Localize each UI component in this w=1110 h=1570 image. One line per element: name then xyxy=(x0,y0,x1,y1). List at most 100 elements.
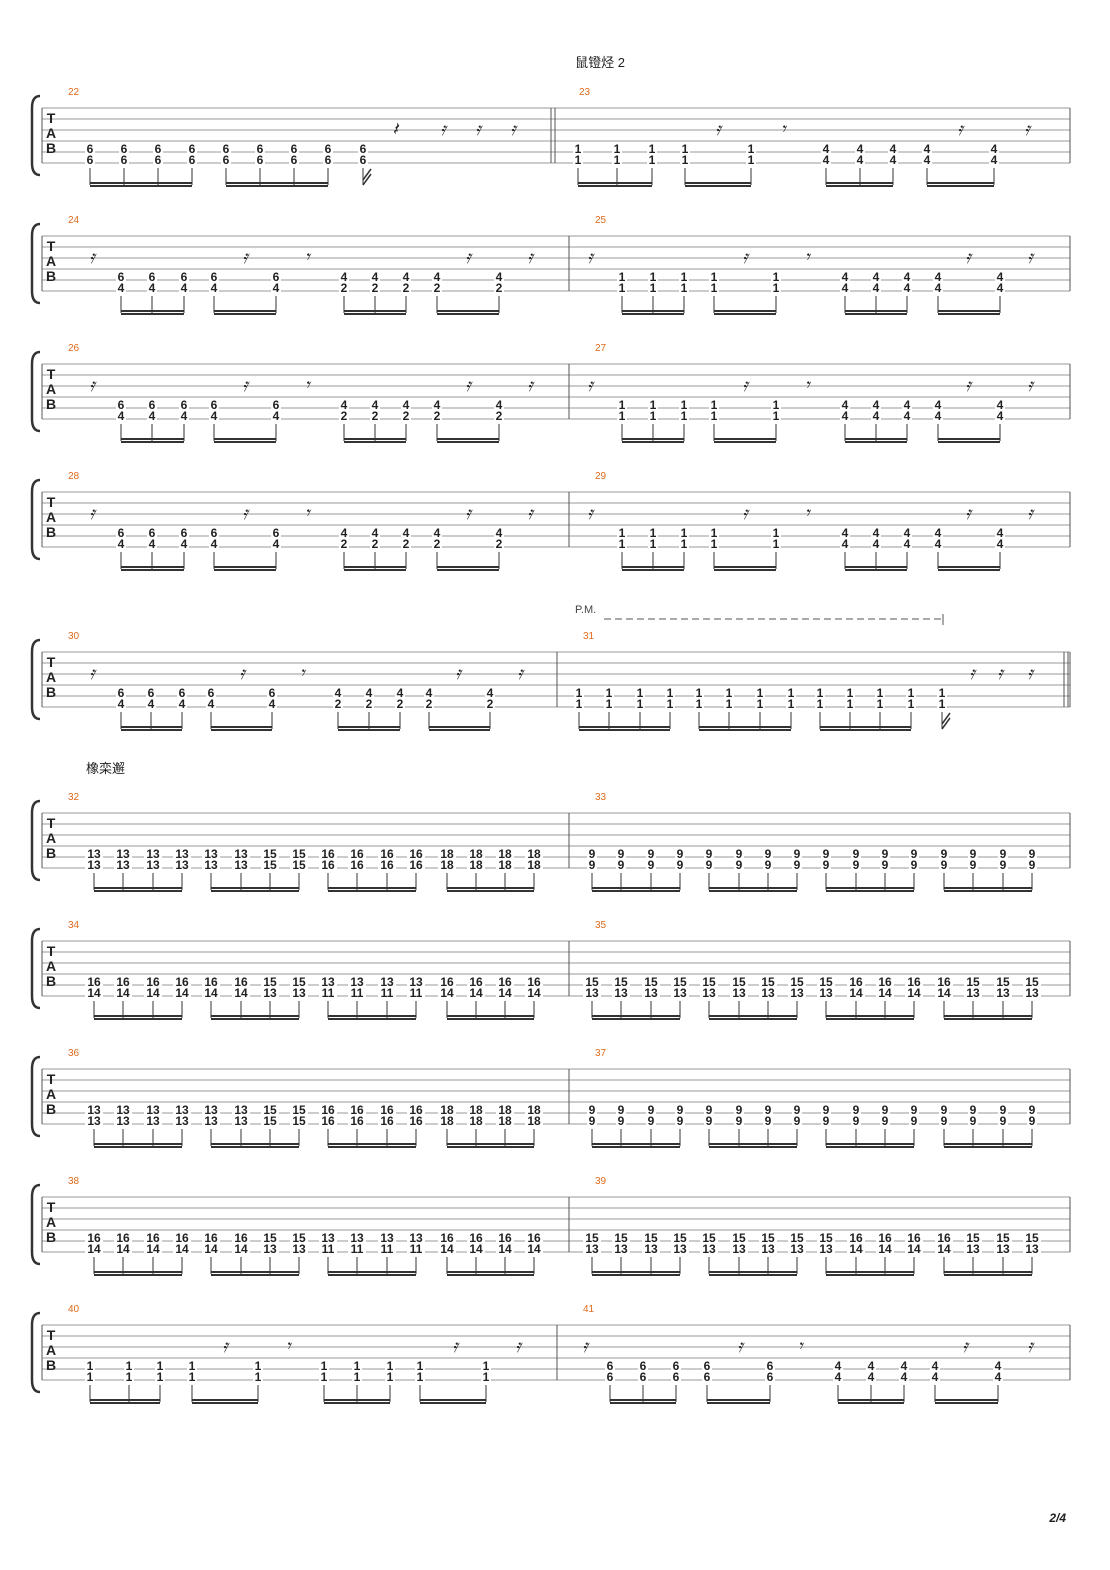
fret-background xyxy=(875,698,885,709)
rest-symbol: 𝄿 xyxy=(1027,1336,1035,1356)
fret-number: 1 xyxy=(726,686,733,700)
fret-background xyxy=(833,1360,843,1371)
fret-background xyxy=(815,687,825,698)
fret-background xyxy=(438,1232,456,1243)
fret-number: 2 xyxy=(397,697,404,711)
fret-number: 4 xyxy=(403,270,410,284)
fret-number: 13 xyxy=(380,975,394,989)
fret-number: 13 xyxy=(175,858,189,872)
fret-number: 2 xyxy=(366,697,373,711)
fret-background xyxy=(648,538,658,549)
beam xyxy=(944,1018,1032,1020)
fret-number: 15 xyxy=(732,975,746,989)
fret-number: 1 xyxy=(575,142,582,156)
fret-number: 9 xyxy=(1029,1114,1036,1128)
fret-background xyxy=(730,987,748,998)
fret-number: 15 xyxy=(292,858,306,872)
fret-background xyxy=(407,1232,425,1243)
fret-background xyxy=(432,271,442,282)
beam xyxy=(121,566,184,568)
fret-number: 13 xyxy=(175,847,189,861)
fret-number: 4 xyxy=(842,409,849,423)
fret-background xyxy=(407,859,425,870)
measure-number: 39 xyxy=(595,1176,607,1187)
fret-number: 1 xyxy=(817,686,824,700)
fret-background xyxy=(481,1360,491,1371)
fret-background xyxy=(202,1232,220,1243)
fret-background xyxy=(319,987,337,998)
fret-background xyxy=(993,1371,1003,1382)
fret-number: 4 xyxy=(932,1370,939,1384)
fret-number: 14 xyxy=(116,1242,130,1256)
fret-number: 6 xyxy=(121,153,128,167)
fret-number: 4 xyxy=(991,142,998,156)
fret-number: 15 xyxy=(996,975,1010,989)
fret-number: 4 xyxy=(935,281,942,295)
fret-number: 15 xyxy=(292,975,306,989)
fret-number: 9 xyxy=(677,1114,684,1128)
fret-number: 4 xyxy=(426,686,433,700)
fret-number: 13 xyxy=(409,975,423,989)
fret-background xyxy=(759,987,777,998)
fret-background xyxy=(378,987,396,998)
fret-number: 4 xyxy=(842,281,849,295)
fret-number: 18 xyxy=(469,1103,483,1117)
fret-background xyxy=(905,1243,923,1254)
fret-background xyxy=(847,987,865,998)
fret-number: 9 xyxy=(882,1103,889,1117)
rest-symbol: 𝄿 xyxy=(1027,663,1035,683)
tab-clef-letter: A xyxy=(46,830,56,846)
fret-background xyxy=(583,1232,601,1243)
beam xyxy=(944,1146,1032,1148)
fret-number: 4 xyxy=(924,142,931,156)
rest-symbol: 𝄿 xyxy=(1027,375,1035,395)
fret-number: 1 xyxy=(650,537,657,551)
fret-background xyxy=(424,687,434,698)
fret-number: 16 xyxy=(234,1231,248,1245)
fret-number: 6 xyxy=(273,270,280,284)
beam xyxy=(944,1015,1032,1017)
fret-background xyxy=(438,859,456,870)
fret-background xyxy=(209,538,219,549)
fret-number: 16 xyxy=(409,858,423,872)
fret-number: 1 xyxy=(773,281,780,295)
fret-background xyxy=(179,399,189,410)
fret-background xyxy=(700,1243,718,1254)
fret-background xyxy=(635,687,645,698)
tab-clef-letter: T xyxy=(47,110,56,126)
fret-background xyxy=(939,848,949,859)
fret-background xyxy=(481,1371,491,1382)
fret-background xyxy=(671,1232,689,1243)
fret-background xyxy=(261,1115,279,1126)
fret-number: 4 xyxy=(935,537,942,551)
beam xyxy=(938,566,1000,568)
fret-number: 14 xyxy=(527,986,541,1000)
fret-number: 13 xyxy=(614,1242,628,1256)
tab-clef-letter: A xyxy=(46,1342,56,1358)
fret-number: 15 xyxy=(263,975,277,989)
system-brace xyxy=(30,222,41,305)
beam xyxy=(420,1399,486,1401)
fret-number: 9 xyxy=(823,1114,830,1128)
rest-symbol: 𝄿 xyxy=(510,119,518,139)
beam xyxy=(328,1143,416,1145)
fret-background xyxy=(1023,1232,1041,1243)
fret-background xyxy=(494,271,504,282)
fret-number: 9 xyxy=(823,1103,830,1117)
beam xyxy=(211,887,299,889)
beam xyxy=(344,313,406,315)
fret-background xyxy=(432,410,442,421)
fret-number: 4 xyxy=(403,526,410,540)
fret-number: 4 xyxy=(496,398,503,412)
beam xyxy=(845,310,907,312)
fret-number: 14 xyxy=(937,1242,951,1256)
beam xyxy=(211,729,272,731)
beam xyxy=(610,1399,676,1401)
fret-background xyxy=(817,976,835,987)
fret-number: 4 xyxy=(997,526,1004,540)
fret-background xyxy=(765,1371,775,1382)
fret-number: 9 xyxy=(677,1103,684,1117)
fret-number: 4 xyxy=(149,281,156,295)
fret-background xyxy=(116,399,126,410)
fret-number: 16 xyxy=(937,975,951,989)
